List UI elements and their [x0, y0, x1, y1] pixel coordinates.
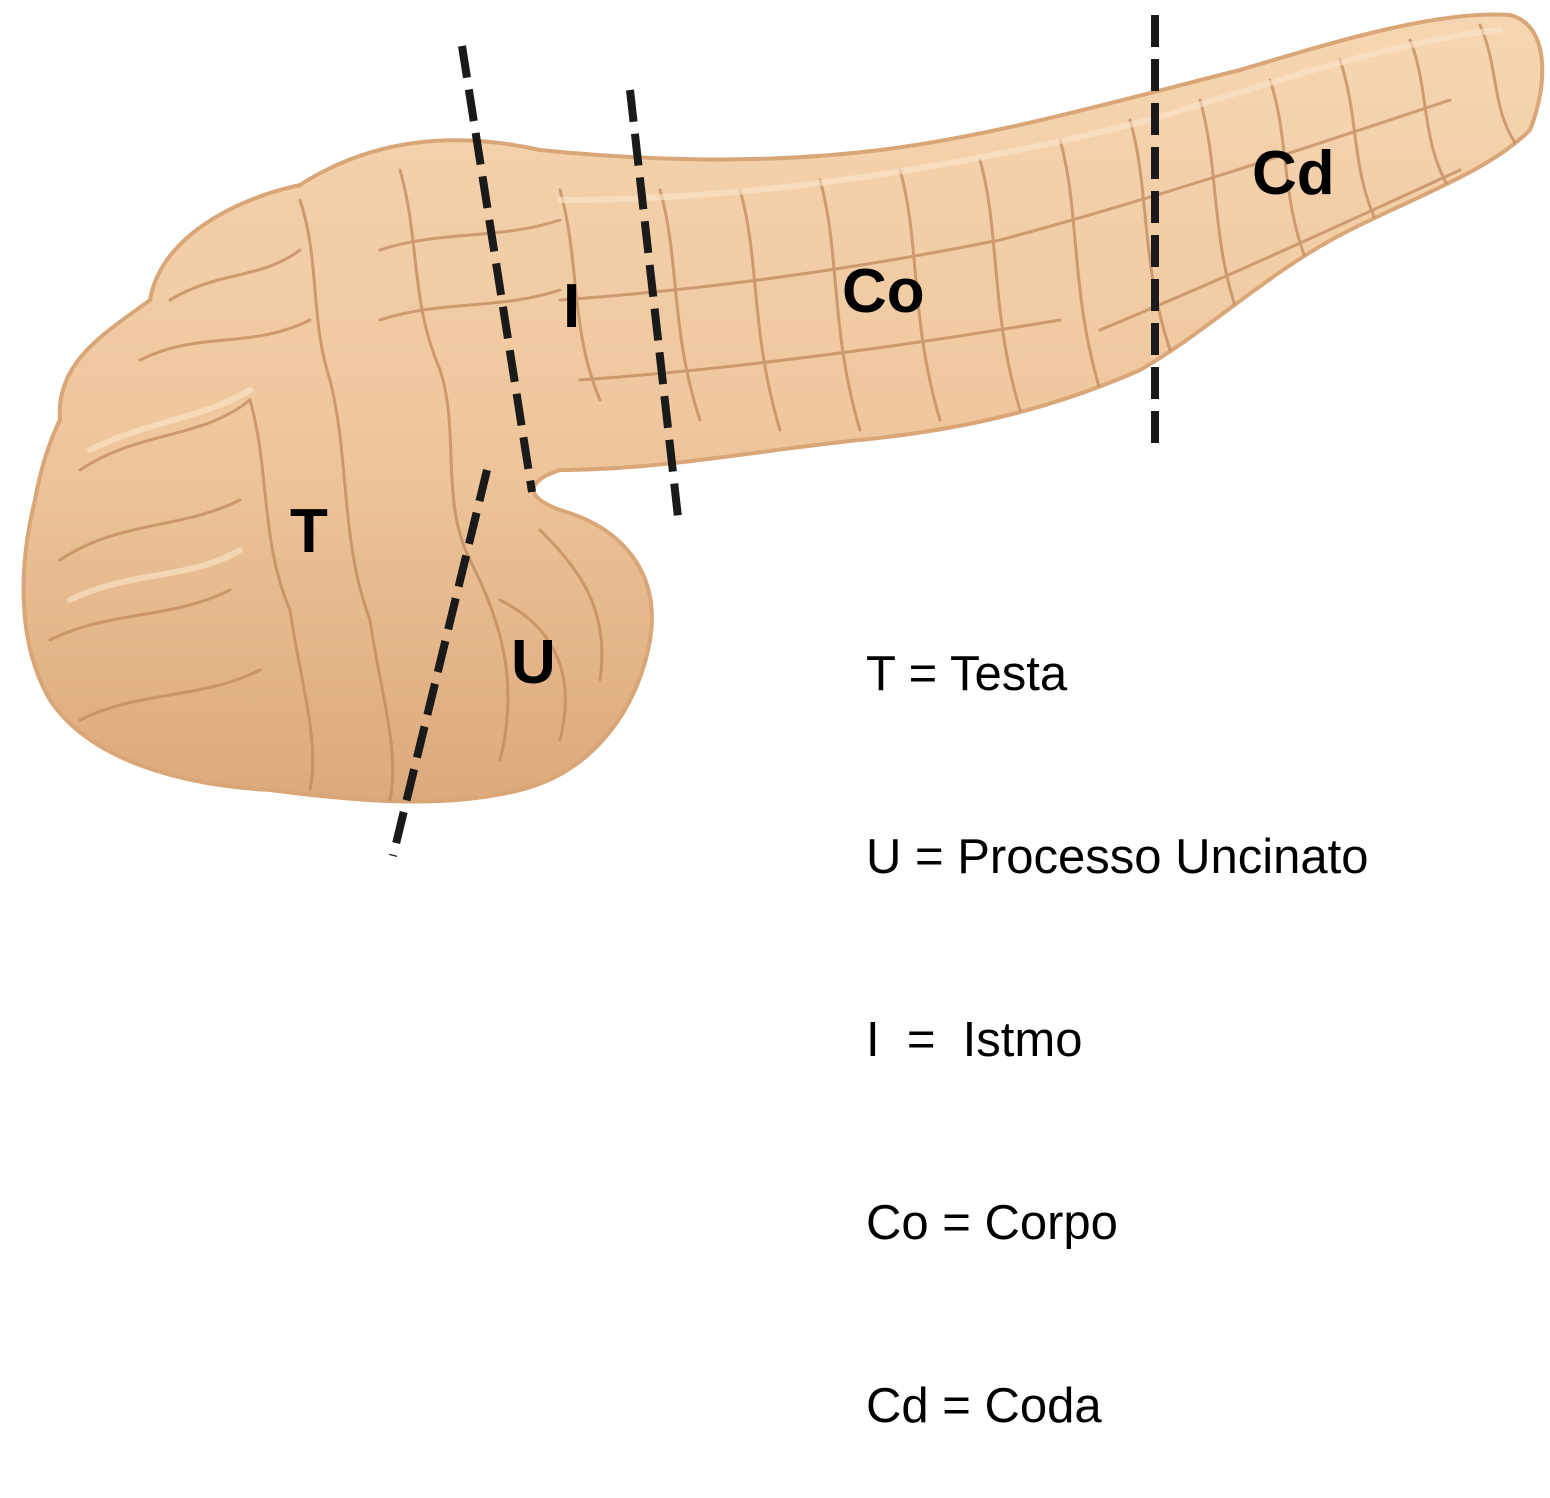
- label-uncinate: U: [511, 628, 556, 697]
- label-tail: Cd: [1252, 139, 1335, 208]
- legend: T = Testa U = Processo Uncinato I = Istm…: [866, 522, 1369, 1498]
- label-body: Co: [842, 257, 925, 326]
- legend-item-tail: Cd = Coda: [866, 1376, 1369, 1437]
- label-isthmus: I: [563, 272, 580, 341]
- legend-item-body: Co = Corpo: [866, 1193, 1369, 1254]
- legend-item-isthmus: I = Istmo: [866, 1010, 1369, 1071]
- legend-item-head: T = Testa: [866, 644, 1369, 705]
- label-head: T: [290, 497, 328, 566]
